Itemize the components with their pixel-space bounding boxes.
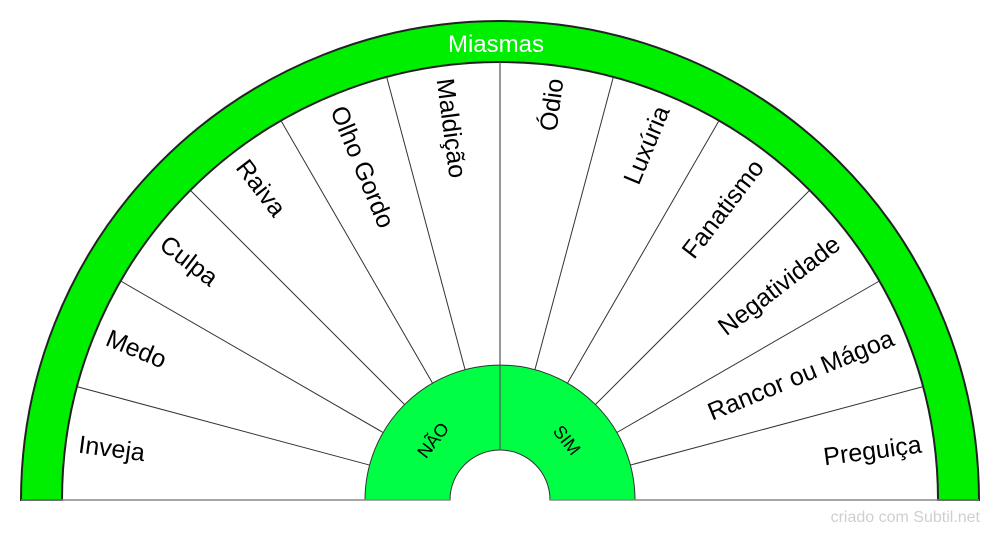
sector-label[interactable]: Olho Gordo — [324, 102, 399, 232]
sector-label[interactable]: Medo — [102, 324, 171, 374]
sector-divider — [76, 386, 370, 466]
sector-divider — [595, 189, 811, 405]
sector-divider — [120, 280, 384, 433]
sector-label[interactable]: Luxúria — [618, 102, 675, 189]
sector-label[interactable]: Culpa — [154, 230, 223, 292]
sector-label[interactable]: Inveja — [77, 431, 147, 467]
sector-divider — [280, 120, 433, 384]
sector-label[interactable]: Ódio — [534, 77, 570, 133]
sector-divider — [534, 76, 614, 370]
sector-label[interactable]: Rancor ou Mágoa — [704, 324, 898, 426]
sector-divider — [630, 386, 924, 466]
sector-label[interactable]: Negatividade — [713, 230, 846, 341]
chart-title: Miasmas — [448, 31, 544, 58]
sector-label[interactable]: Maldição — [431, 77, 472, 180]
sector-divider — [189, 189, 405, 405]
sector-label[interactable]: Preguiça — [822, 431, 924, 472]
sector-label[interactable]: Raiva — [230, 154, 291, 222]
footer-credit: criado com Subtil.net — [830, 509, 980, 526]
outer-ring — [19, 20, 981, 501]
sector-divider — [567, 120, 720, 384]
sector-divider — [616, 280, 880, 433]
sector-divider — [386, 76, 466, 370]
